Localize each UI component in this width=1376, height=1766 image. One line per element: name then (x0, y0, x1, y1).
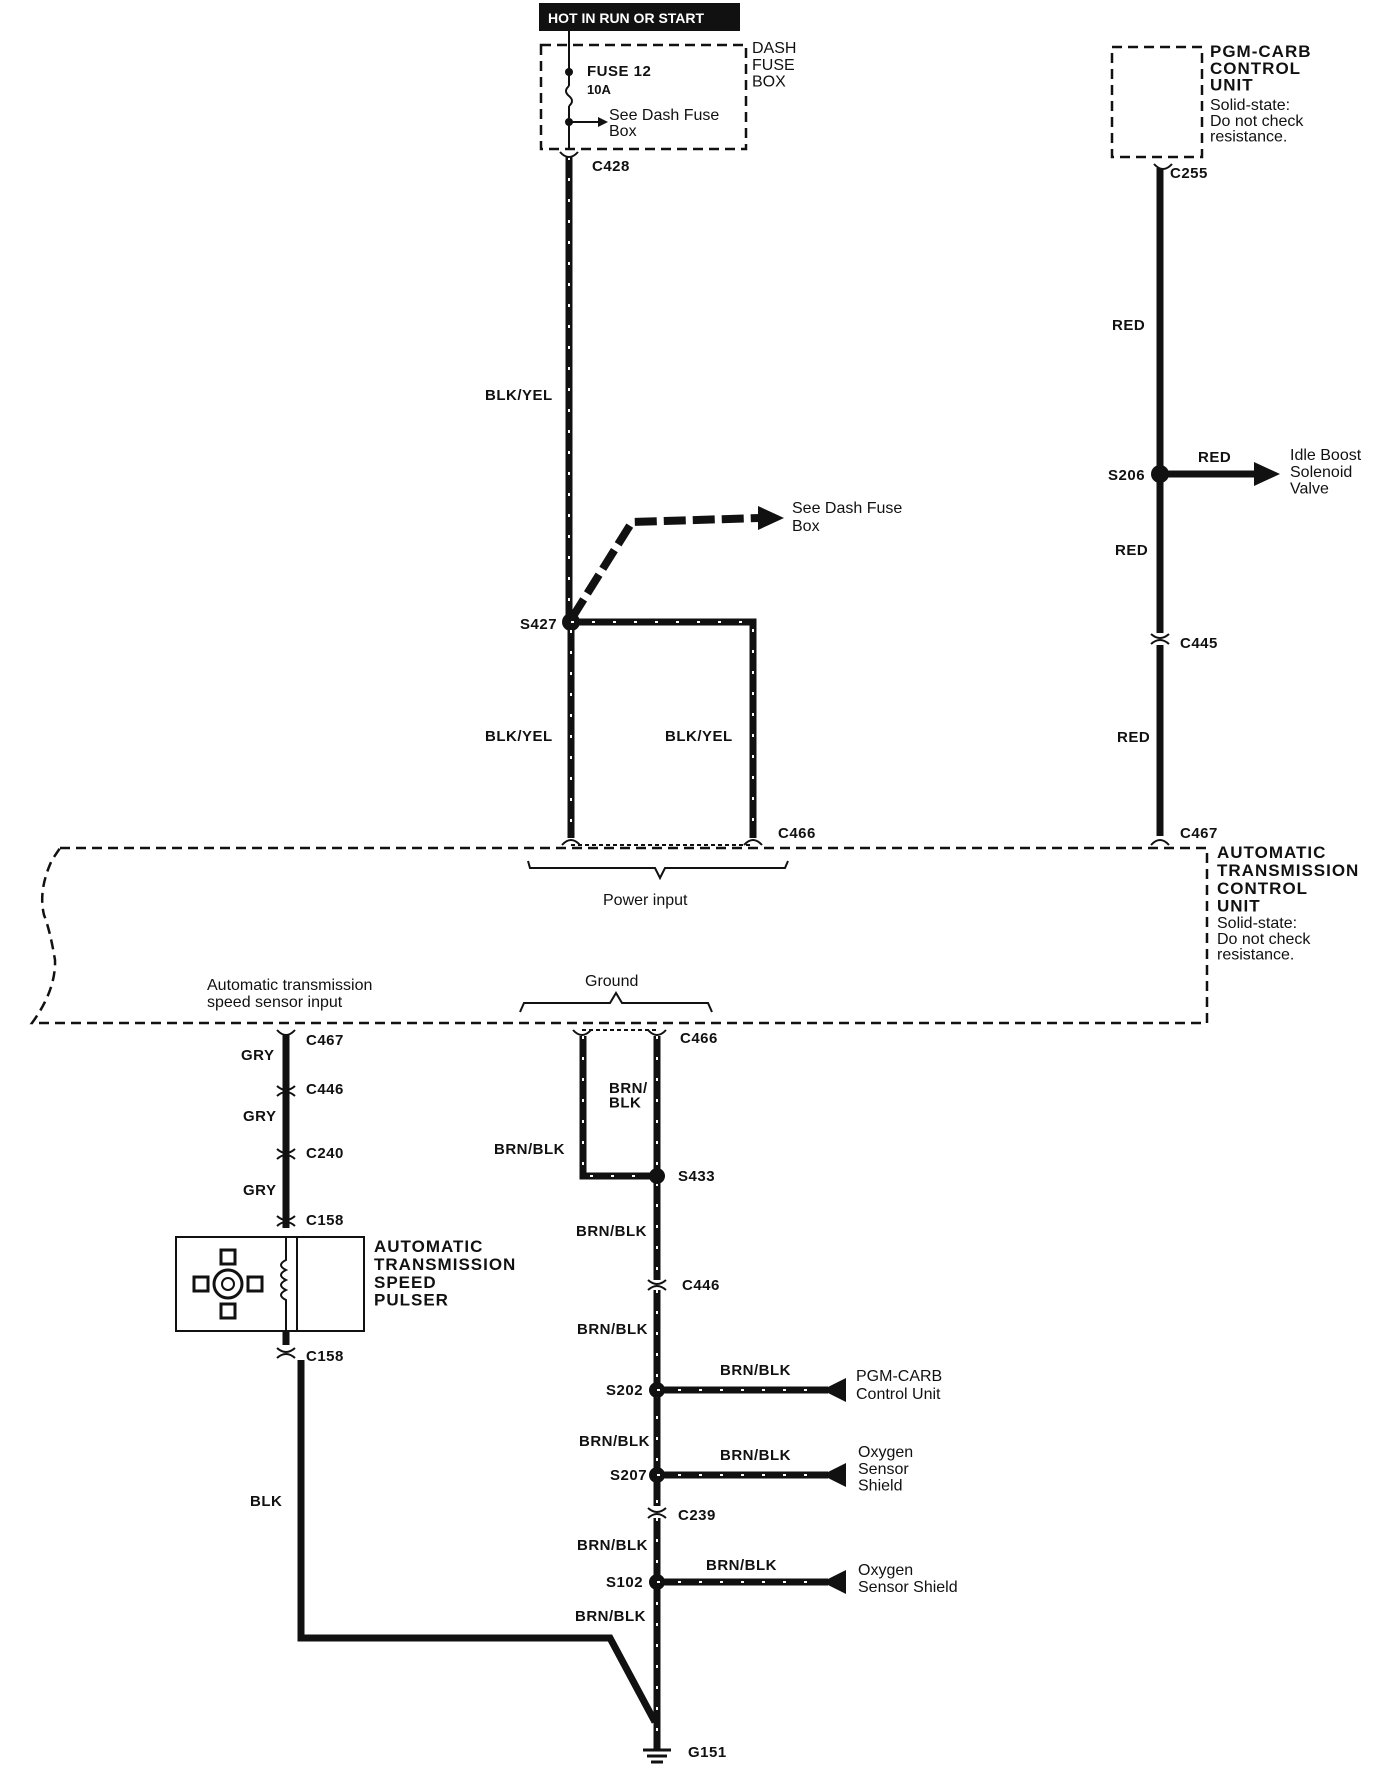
power-input-bracket (527, 860, 789, 881)
wire-blk-yel-branch (571, 618, 757, 838)
wire-color-label: GRY (243, 1108, 276, 1125)
connector-c158-bottom: C158 (306, 1348, 344, 1365)
fuse-symbol (565, 85, 573, 107)
pgm-carb-unit-box (1110, 45, 1204, 159)
splice-label: S206 (1108, 467, 1145, 484)
connector-c467-top: C467 (1180, 825, 1218, 842)
splice-label: S433 (678, 1168, 715, 1185)
connector-symbol (276, 1347, 296, 1353)
connector-c445: C445 (1180, 635, 1218, 652)
wire-color-label: BLK/YEL (485, 728, 553, 745)
arrow-icon (1254, 462, 1280, 486)
connector-c467-bottom: C467 (306, 1032, 344, 1049)
connector-symbol (276, 1085, 296, 1091)
connector-symbol (276, 1215, 296, 1221)
arrow-icon (822, 1570, 846, 1594)
wire-color-label: GRY (243, 1182, 276, 1199)
arrow-icon (822, 1463, 846, 1487)
connector-c240: C240 (306, 1145, 344, 1162)
connector-c239: C239 (678, 1507, 716, 1524)
splice-label: S427 (520, 616, 557, 633)
connector-c158-top: C158 (306, 1212, 344, 1229)
wire-color-label: RED (1198, 449, 1231, 466)
ground-bracket (519, 991, 713, 1013)
wire-color-label: BRN/BLK (494, 1141, 565, 1158)
atcu-box (29, 846, 1209, 1025)
splice-label: S207 (610, 1467, 647, 1484)
connector-symbol (647, 1507, 667, 1513)
wire-color-label: BLK/YEL (485, 387, 553, 404)
ground-icon (643, 1745, 671, 1764)
wire-color-label: BRN/BLK (720, 1447, 791, 1464)
wire-color-label: BRN/BLK (575, 1608, 646, 1625)
connector-c466-top: C466 (778, 825, 816, 842)
dash-fuse-box (539, 43, 748, 151)
connector-symbol (743, 839, 763, 846)
connector-symbol (276, 1029, 296, 1036)
wire-color-label: BLK (250, 1493, 282, 1510)
ground-g151: G151 (688, 1744, 727, 1761)
pulser-rotor-icon (192, 1248, 264, 1320)
wire-color-label: BLK/YEL (665, 728, 733, 745)
connector-c466-bottom: C466 (680, 1030, 718, 1047)
arrow-icon (758, 506, 784, 530)
connector-symbol (1150, 839, 1170, 846)
wire-color-label: BRN/BLK (579, 1433, 650, 1450)
wire-color-label: BRN/BLK (577, 1321, 648, 1338)
connector-c428: C428 (592, 158, 630, 175)
wire-color-label: BRN/BLK (576, 1223, 647, 1240)
connector-symbol (559, 151, 579, 158)
connector-symbol (572, 1029, 592, 1036)
wire-color-label: BRN/BLK (706, 1557, 777, 1574)
connector-symbol (647, 1029, 667, 1036)
connector-c255: C255 (1170, 165, 1208, 182)
splice-label: S102 (606, 1574, 643, 1591)
fuse-rating: 10A (587, 82, 611, 97)
speed-pulser-box (175, 1236, 365, 1332)
ground-label: Ground (585, 973, 638, 990)
wire-color-label: RED (1115, 542, 1148, 559)
wire-color-label: GRY (241, 1047, 274, 1064)
splice-s433 (649, 1168, 665, 1184)
wire-branch-dashed (568, 514, 761, 621)
connector-symbol (647, 1279, 667, 1285)
wire-color-label: BRN/BLK (609, 1080, 648, 1112)
connector-c446-left: C446 (306, 1081, 344, 1098)
splice-label: S202 (606, 1382, 643, 1399)
power-input-label: Power input (603, 892, 688, 909)
connector-symbol (276, 1148, 296, 1154)
connector-symbol (1150, 633, 1170, 639)
wire-color-label: RED (1117, 729, 1150, 746)
connector-c446-mid: C446 (682, 1277, 720, 1294)
wire-color-label: RED (1112, 317, 1145, 334)
wire-blk (297, 1360, 659, 1724)
power-label-box (539, 3, 740, 31)
power-label: HOT IN RUN OR START (548, 10, 705, 26)
arrow-icon (598, 117, 608, 127)
connector-symbol (561, 839, 581, 846)
coil-icon (280, 1237, 289, 1331)
fuse-name: FUSE 12 (587, 63, 651, 80)
arrow-icon (822, 1378, 846, 1402)
wire-color-label: BRN/BLK (577, 1537, 648, 1554)
wire-color-label: BRN/BLK (720, 1362, 791, 1379)
